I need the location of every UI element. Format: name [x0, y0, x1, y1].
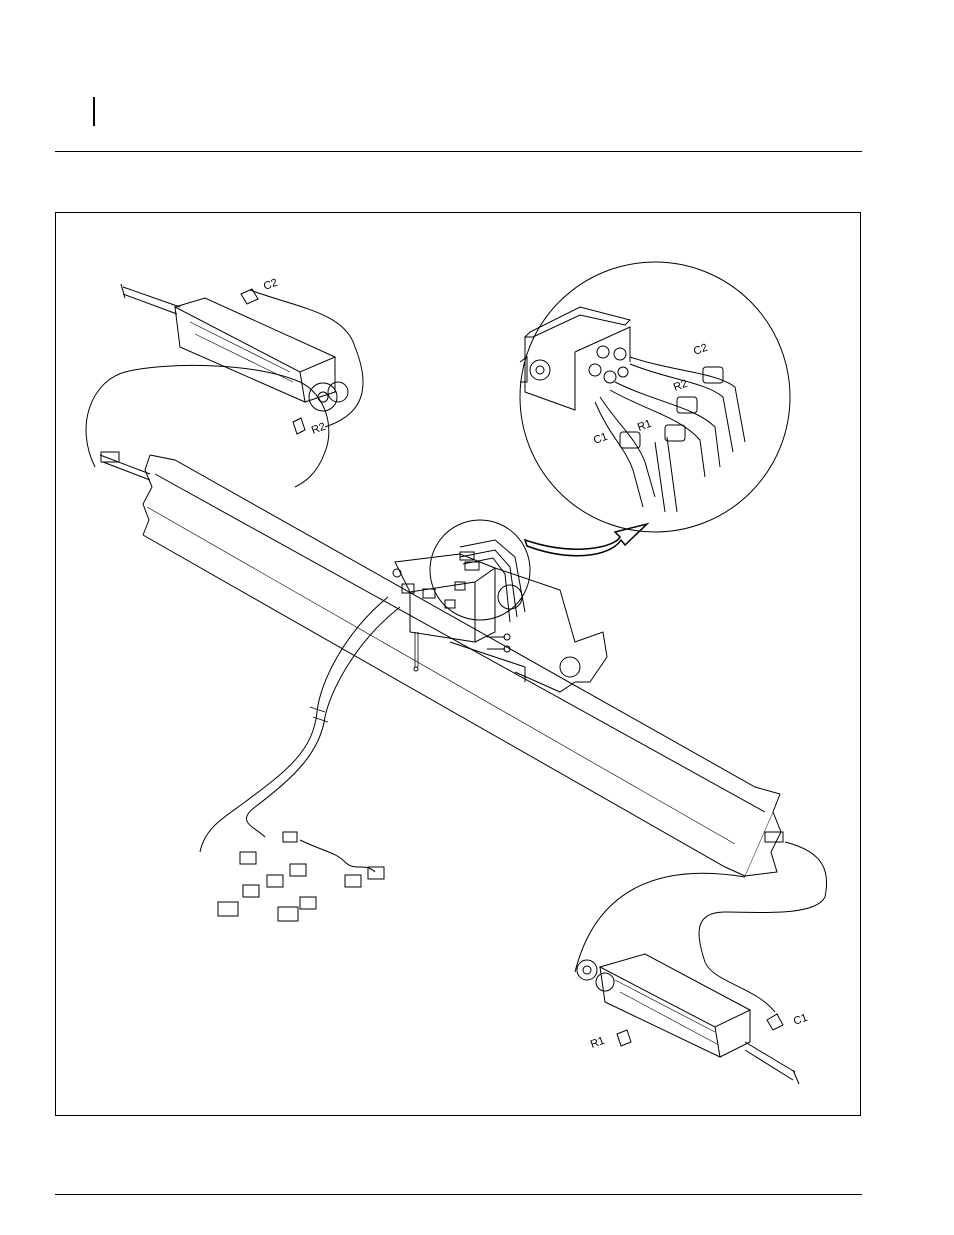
callout-r2-detail: R2 — [672, 378, 689, 394]
upper-hose-to-beam — [100, 455, 150, 480]
callout-c1-bottom: C1 — [792, 1012, 809, 1028]
upper-hose-loop — [86, 290, 363, 487]
callout-c2-detail: C2 — [692, 342, 709, 358]
lower-left-hoses — [200, 597, 400, 872]
callout-c2-top: C2 — [262, 277, 279, 293]
callout-r1-bottom: R1 — [589, 1035, 606, 1051]
header-tick-mark — [93, 97, 95, 126]
loose-fittings — [218, 864, 384, 921]
valve-detail-view: C2 R2 R1 C1 — [520, 262, 790, 532]
callout-r2-top: R2 — [310, 421, 327, 437]
callout-r1-detail: R1 — [636, 418, 653, 434]
upper-cylinder: C2 R2 — [121, 277, 348, 437]
mounting-bracket — [395, 554, 607, 692]
tool-bar-beam — [143, 455, 781, 876]
footer-rule — [55, 1194, 862, 1195]
detail-locator-hoses — [460, 540, 525, 622]
upper-hose-coupler — [101, 452, 119, 462]
lower-cylinder: C1 R1 — [577, 954, 809, 1084]
callout-c1-detail: C1 — [592, 431, 609, 447]
header-rule — [55, 151, 862, 152]
detail-pointer-arrow — [525, 524, 647, 556]
hydraulic-cylinder-diagram: C2 R2 R1 C1 C2 R2 — [55, 212, 861, 1116]
